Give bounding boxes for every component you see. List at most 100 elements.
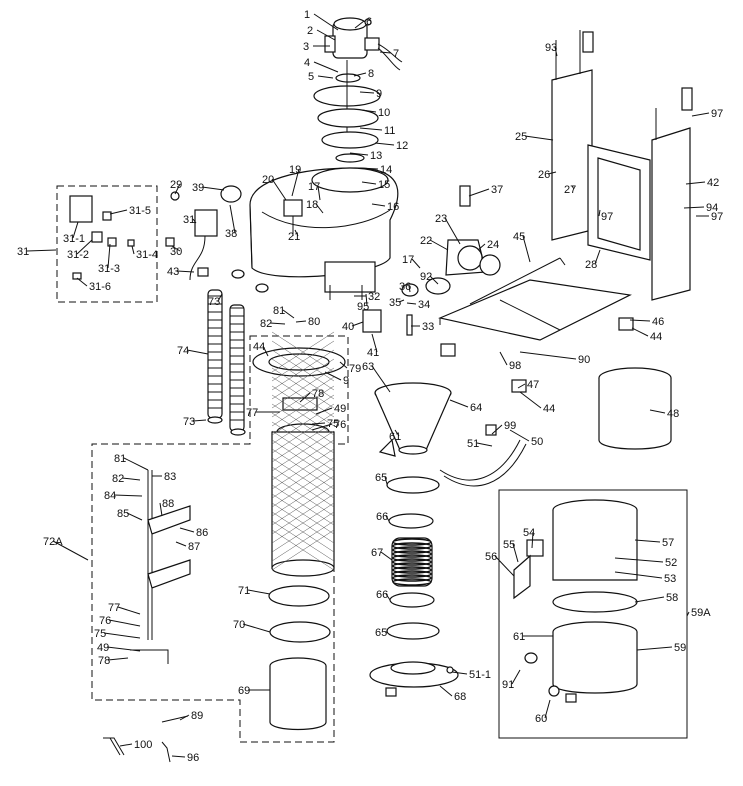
leader-line [524, 135, 554, 141]
part-callout: 49 [97, 642, 109, 654]
part-callout: 59A [691, 607, 711, 619]
leader-line [179, 714, 190, 721]
part-callout: 82 [260, 318, 272, 330]
drum-kit-frame [498, 489, 688, 739]
leader-line [349, 152, 369, 156]
leader-line [614, 557, 664, 563]
leader-line [52, 540, 89, 561]
leader-line [294, 229, 299, 237]
part-callout: 54 [523, 527, 535, 539]
part-callout: 29 [170, 179, 182, 191]
part-callout: 60 [535, 713, 547, 725]
leader-line [192, 419, 207, 422]
part-callout: 31-5 [129, 205, 151, 217]
leader-line [634, 596, 665, 603]
leader-line [408, 285, 411, 293]
leader-line [468, 188, 490, 197]
part-callout: 1 [304, 9, 310, 21]
part-callout: 97 [711, 108, 723, 120]
part-callout: 80 [308, 316, 320, 328]
part-callout: 2 [307, 25, 313, 37]
part-callout: 21 [288, 231, 300, 243]
leader-line [171, 755, 186, 758]
leader-line [359, 167, 379, 170]
leader-line [353, 72, 367, 77]
part-callout: 92 [420, 271, 432, 283]
part-callout: 97 [601, 211, 613, 223]
leader-line [311, 423, 333, 431]
leader-line [439, 685, 453, 697]
part-callout: 44 [650, 331, 662, 343]
frame-right-panel [651, 87, 693, 301]
part-callout: 69 [238, 685, 250, 697]
part-callout: 73 [183, 416, 195, 428]
part-callout: 25 [515, 131, 527, 143]
leader-line [317, 75, 334, 79]
leader-line [247, 589, 271, 595]
leader-line [317, 185, 321, 201]
part-callout: 37 [491, 184, 503, 196]
part-callout: 15 [378, 179, 390, 191]
leader-line [371, 203, 386, 207]
leader-line [547, 171, 557, 175]
leader-line [229, 204, 236, 234]
leader-line [499, 351, 508, 366]
leader-line [384, 476, 388, 485]
part-callout: 57 [662, 537, 674, 549]
leader-line [174, 183, 181, 195]
part-callout: 23 [435, 213, 447, 225]
leader-line [512, 543, 519, 563]
part-callout: 63 [362, 361, 374, 373]
leader-line [117, 606, 141, 615]
part-callout: 71 [238, 585, 250, 597]
part-callout: 64 [470, 402, 482, 414]
leader-line [519, 351, 577, 360]
leader-line [119, 743, 133, 747]
part-callout: 32 [368, 291, 380, 303]
leader-line [385, 515, 390, 522]
part-callout: 61 [513, 631, 525, 643]
cone-base [369, 661, 459, 697]
leader-line [108, 619, 141, 627]
part-callout: 75 [327, 418, 339, 430]
blower-housing [249, 167, 399, 300]
leader-line [315, 407, 333, 415]
part-callout: 77 [108, 602, 120, 614]
leader-line [159, 502, 163, 517]
filter-clamps [268, 585, 331, 643]
frame-left-panel [551, 30, 594, 241]
leader-line [192, 218, 197, 224]
part-callout: 14 [380, 164, 392, 176]
power-switch [165, 191, 218, 281]
flex-hoses [207, 269, 269, 436]
leader-line [598, 209, 601, 217]
leader-line [176, 270, 195, 273]
leader-line [594, 249, 601, 265]
drum [513, 499, 638, 703]
leader-line [26, 249, 57, 252]
part-callout: 31-6 [89, 281, 111, 293]
leader-line [131, 245, 135, 255]
part-callout: 46 [652, 316, 664, 328]
part-callout: 78 [98, 655, 110, 667]
part-callout: 51-1 [469, 669, 491, 681]
part-callout: 34 [418, 299, 430, 311]
part-callout: 4 [304, 57, 310, 69]
leader-line [351, 321, 364, 327]
leader-line [315, 203, 324, 214]
part-callout: 31 [17, 246, 29, 258]
leader-line [121, 477, 141, 481]
part-callout: 77 [246, 407, 258, 419]
leader-line [295, 320, 307, 323]
spring-coil [391, 537, 433, 587]
part-callout: 100 [134, 739, 152, 751]
part-callout: 87 [188, 541, 200, 553]
leader-line [359, 91, 375, 94]
casters [440, 317, 634, 393]
part-callout: 10 [378, 107, 390, 119]
part-callout: 66 [376, 511, 388, 523]
part-callout: 31-2 [67, 249, 89, 261]
part-callout: 31 [183, 214, 195, 226]
part-callout: 72A [43, 536, 63, 548]
leader-line [531, 531, 534, 549]
